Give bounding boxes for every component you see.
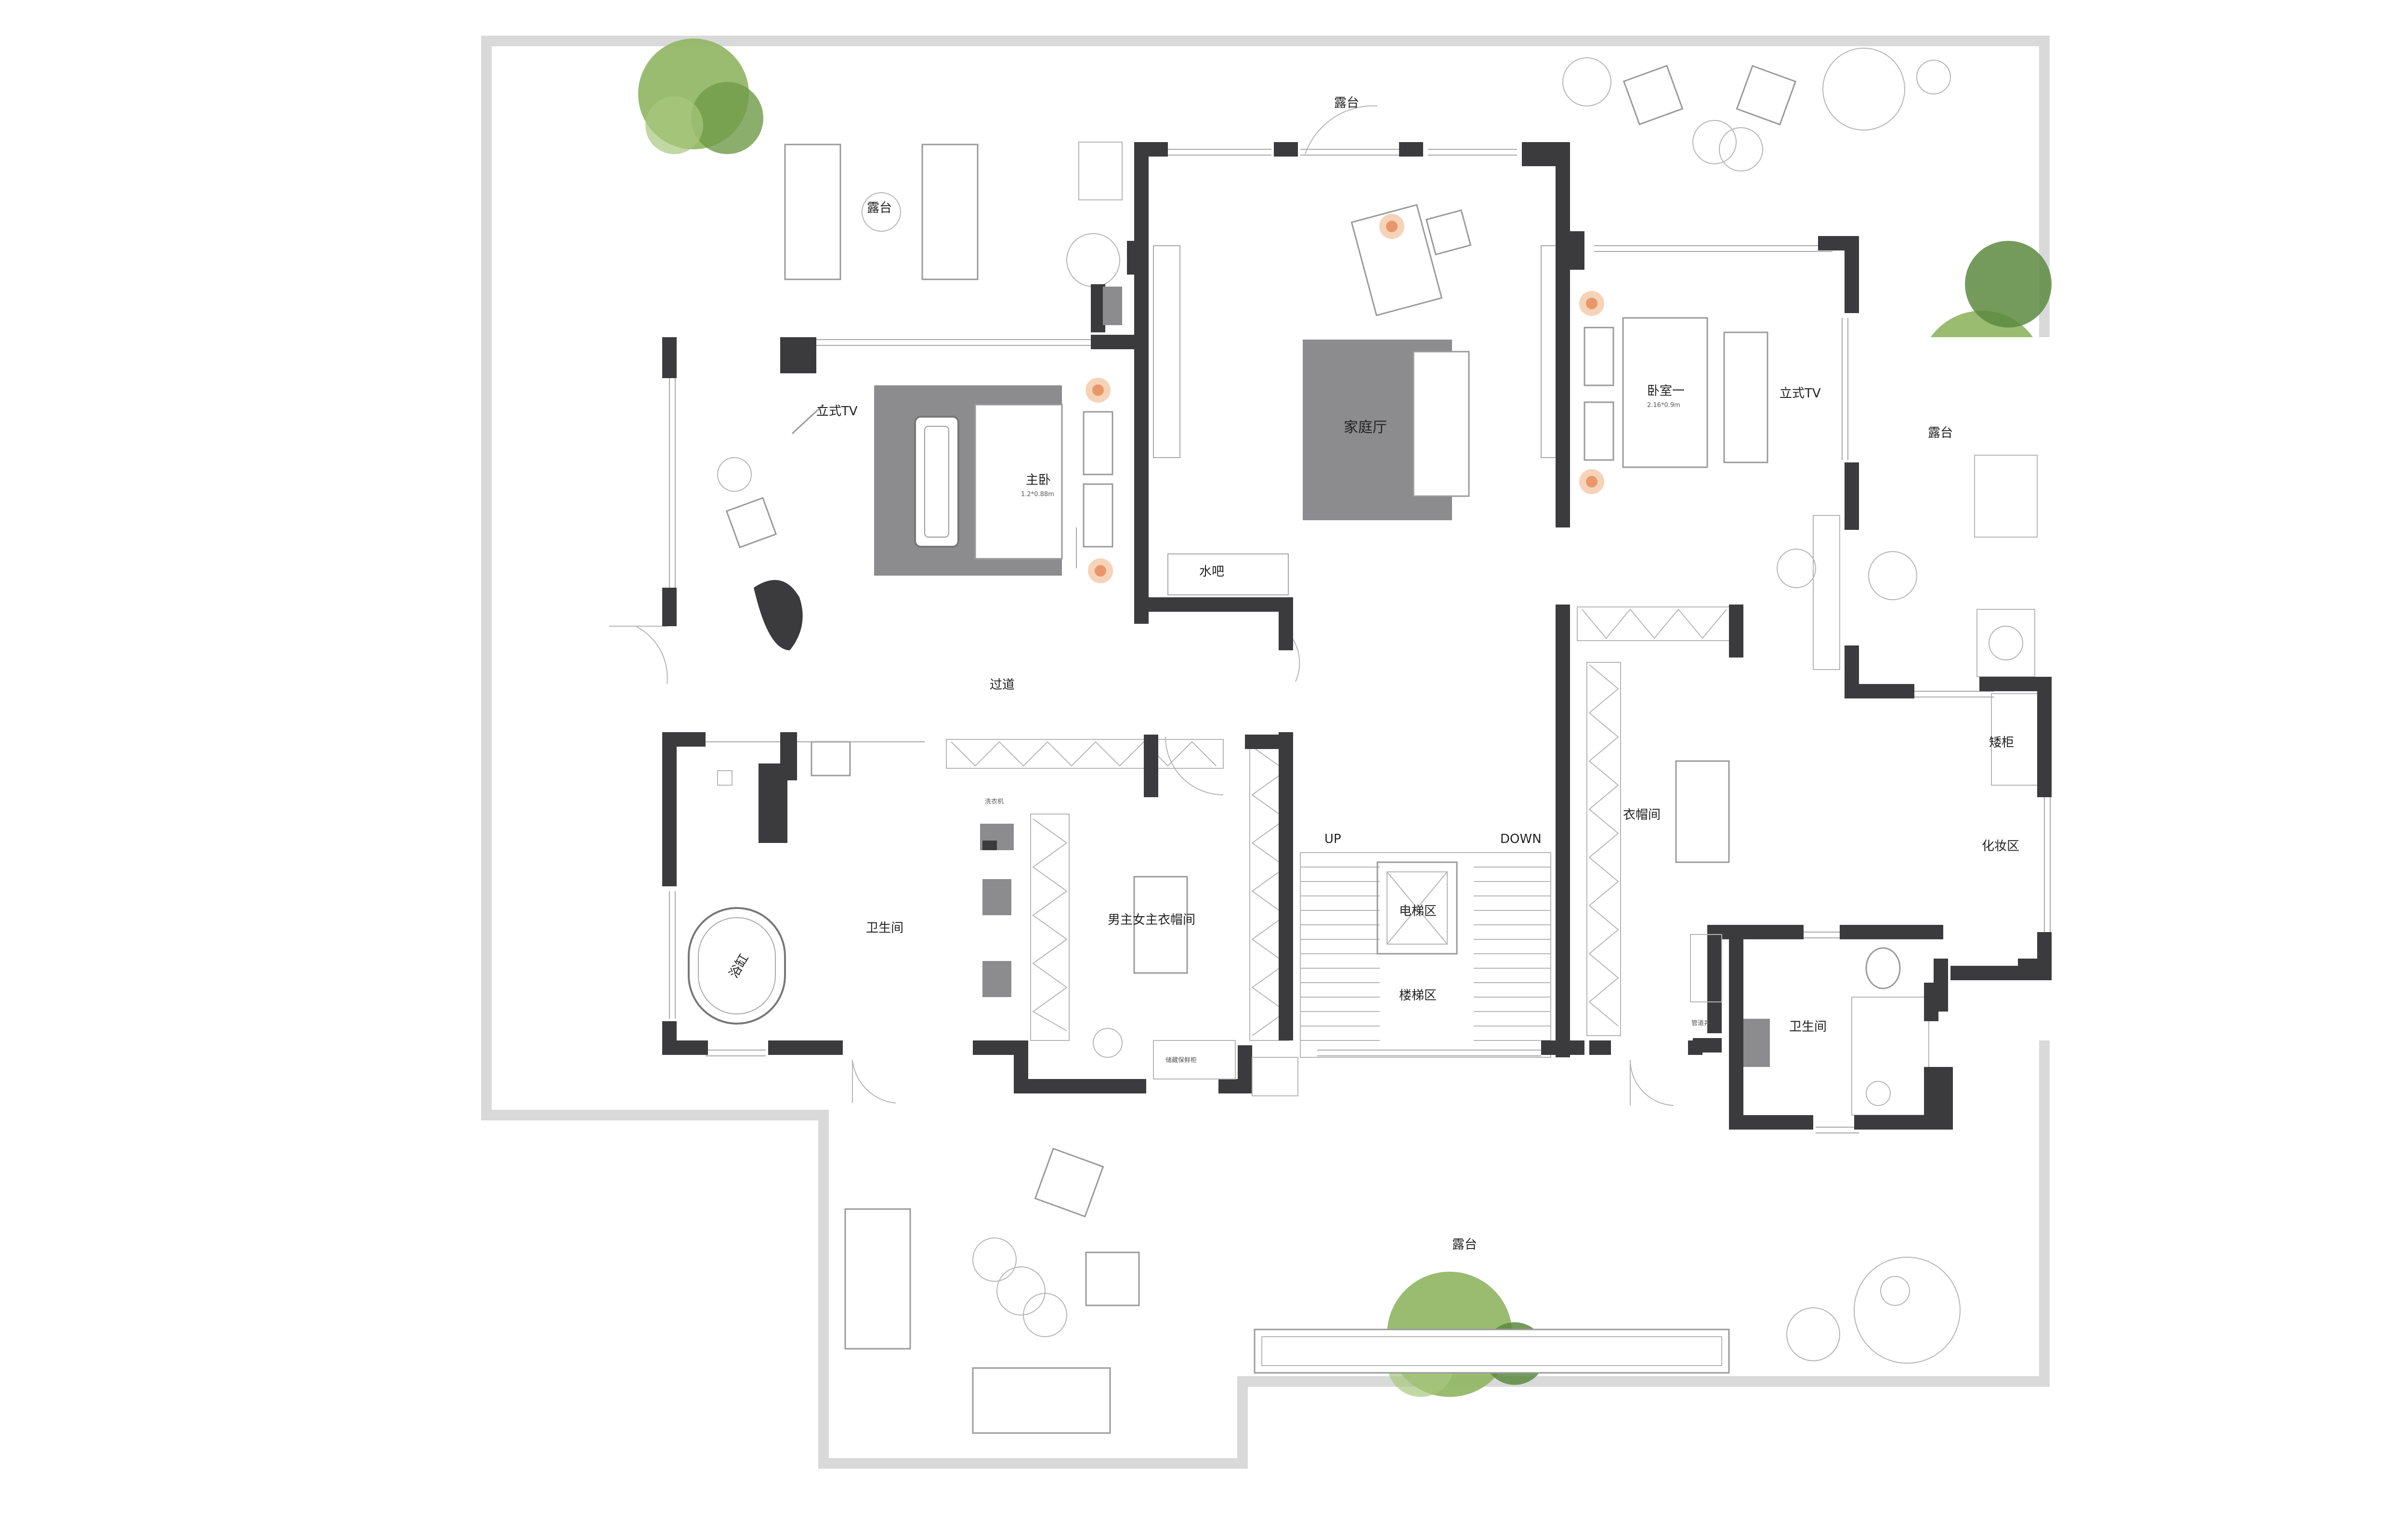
bedroom-one-extras xyxy=(1777,455,2040,786)
terrace-bottom-furniture xyxy=(844,1208,1730,1434)
plant-icon xyxy=(972,48,1961,1364)
closet-master xyxy=(946,739,1289,1058)
glazing xyxy=(669,149,2051,1133)
label-terrace-bottom: 露台 xyxy=(1452,1237,1477,1252)
toilet-icon xyxy=(811,741,1901,989)
label-bedroom-one-bed-size: 2.16*0.9m xyxy=(1647,402,1680,409)
label-family-hall: 家庭厅 xyxy=(1344,419,1387,436)
label-bathroom-master: 卫生间 xyxy=(866,921,903,935)
stairs xyxy=(1300,852,1551,1058)
label-bathroom-small: 卫生间 xyxy=(1789,1020,1827,1034)
label-master-bed-size: 1.2*0.88m xyxy=(1021,491,1054,498)
label-water-bar: 水吧 xyxy=(1199,565,1224,579)
family-hall-sofa xyxy=(1350,204,1472,497)
label-low-cabinet: 矮柜 xyxy=(1989,736,2014,750)
label-terrace-right: 露台 xyxy=(1928,426,1953,440)
room-labels: 露台 露台 露台 露台 主卧 1.2*0.88m 立式TV 家庭厅 水吧 卧室一… xyxy=(727,96,2019,1252)
bedroom-one-bed xyxy=(1584,317,1768,468)
closet-right xyxy=(1577,606,1739,1036)
label-terrace-top-center: 露台 xyxy=(1334,96,1359,110)
label-stairs-down: DOWN xyxy=(1500,832,1542,846)
label-master-tv: 立式TV xyxy=(816,404,858,419)
label-terrace-top-left: 露台 xyxy=(867,201,892,215)
label-washer: 洗衣机 xyxy=(985,798,1004,805)
door-swing-icon xyxy=(609,105,1674,1106)
label-stairs: 楼梯区 xyxy=(1399,988,1437,1003)
elevator-icon xyxy=(1376,861,1458,955)
armchair-icon xyxy=(1034,65,1797,1306)
sun-lounger-left xyxy=(784,144,979,280)
tree-icon xyxy=(638,39,763,154)
label-bedroom-one: 卧室一 xyxy=(1647,384,1685,398)
label-walkin-closet-master: 男主女主衣帽间 xyxy=(1108,913,1195,927)
label-master-bedroom: 主卧 xyxy=(1026,473,1051,487)
label-elevator: 电梯区 xyxy=(1399,904,1437,919)
label-closet-note: 储藏保鲜柜 xyxy=(1165,1057,1197,1064)
master-bed xyxy=(914,404,1113,560)
label-corridor: 过道 xyxy=(990,678,1015,692)
label-pipe-shaft: 管道井 xyxy=(1691,1020,1710,1027)
bathtub-icon xyxy=(688,907,786,1025)
lamp-icon xyxy=(1086,214,1604,583)
walls xyxy=(662,142,2052,1130)
label-vanity-area: 化妆区 xyxy=(1982,839,2019,854)
label-stairs-up: UP xyxy=(1324,832,1341,846)
master-sitting xyxy=(717,404,824,650)
label-closet-right: 衣帽间 xyxy=(1623,808,1661,822)
label-bedroom-one-tv: 立式TV xyxy=(1780,386,1821,401)
